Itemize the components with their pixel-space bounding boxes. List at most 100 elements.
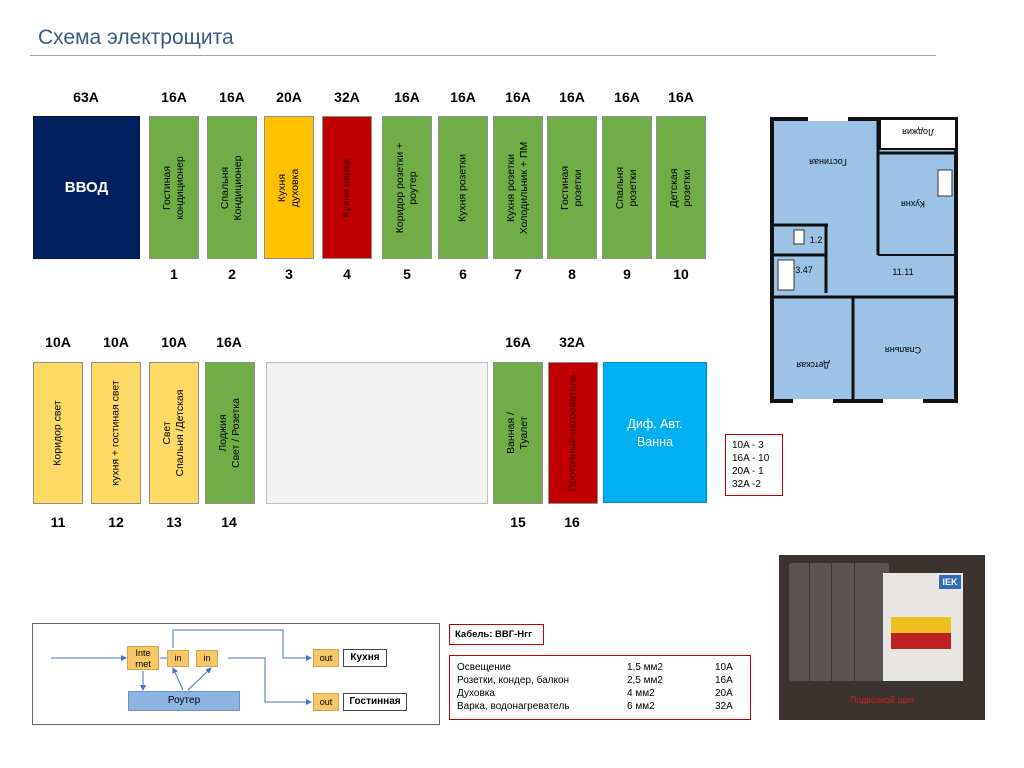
breaker-number: 1 [170, 266, 178, 282]
amp-label: 20A [276, 89, 302, 105]
breaker-label: Кухня розетки [456, 153, 469, 222]
breaker-4[interactable]: Кухня варка [322, 116, 372, 259]
amp-label: 10A [103, 334, 129, 350]
breaker-number: 9 [623, 266, 631, 282]
brand-logo: IEK [939, 575, 961, 589]
breaker-label: Коридор розетки +роутер [394, 142, 419, 233]
destination-living-room: Гостинная [343, 693, 407, 711]
breaker-12[interactable]: кухня + гостиная свет [91, 362, 141, 504]
floor-plan: Гостиная Лоджия Кухня Детская Спальня 1.… [768, 115, 958, 405]
breaker-number: 13 [166, 514, 182, 530]
panel-cover [789, 563, 889, 681]
amp-label: 16A [394, 89, 420, 105]
router-in-1: in [167, 650, 189, 667]
breaker-number: 5 [403, 266, 411, 282]
amp-label: 16A [450, 89, 476, 105]
amp-label: 32A [334, 89, 360, 105]
out-port-2: out [313, 693, 339, 711]
page-title: Схема электрощита [38, 26, 234, 49]
amp-label: 16A [505, 334, 531, 350]
area-label: 11.11 [892, 267, 913, 277]
router-in-2: in [196, 650, 218, 667]
amp-label: 16A [219, 89, 245, 105]
network-links [51, 629, 312, 705]
out-port-1: out [313, 649, 339, 667]
amp-label: 16A [559, 89, 585, 105]
breaker-label: Ванная /Туалет [505, 412, 530, 454]
diff-breaker-bath[interactable]: Диф. Авт.Ванна [603, 362, 707, 503]
diff-breaker-label: Диф. Авт.Ванна [627, 417, 683, 449]
breaker-15[interactable]: Ванная /Туалет [493, 362, 543, 504]
amp-label: 10A [161, 334, 187, 350]
amp-label: 32A [559, 334, 585, 350]
amp-label: 10A [45, 334, 71, 350]
breaker-number: 14 [221, 514, 237, 530]
breaker-6[interactable]: Кухня розетки [438, 116, 488, 259]
main-input-breaker[interactable]: ВВОД [33, 116, 140, 259]
room-label: Детская [796, 360, 829, 370]
area-label: 1.2 [810, 235, 823, 245]
breaker-toggle-red [891, 633, 951, 649]
photo-caption: Подвозной щит [849, 695, 915, 705]
breaker-label: Проточный нагреватель [566, 374, 579, 492]
room-label: Лоджия [902, 127, 934, 137]
breaker-number: 15 [510, 514, 526, 530]
cable-type: Кабель: ВВГ-Нгг [449, 624, 544, 645]
room-label: Спальня [885, 345, 921, 355]
router-node: Роутер [128, 691, 240, 711]
breaker-16[interactable]: Проточный нагреватель [548, 362, 598, 504]
breaker-count-legend: 10A - 3 16A - 10 20A - 1 32A -2 [725, 434, 783, 496]
breaker-label: Кухня варка [340, 158, 353, 217]
amp-label: 16A [614, 89, 640, 105]
area-label: 3.47 [795, 265, 813, 275]
amp-label: 16A [668, 89, 694, 105]
room-label: Кухня [901, 199, 925, 209]
amp-label: 16A [161, 89, 187, 105]
breaker-number: 2 [228, 266, 236, 282]
breaker-number: 16 [564, 514, 580, 530]
main-input-label: ВВОД [64, 178, 109, 196]
breaker-number: 3 [285, 266, 293, 282]
amp-label: 16A [505, 89, 531, 105]
breaker-number: 10 [673, 266, 689, 282]
title-divider [30, 55, 936, 56]
breaker-number: 4 [343, 266, 351, 282]
breaker-number: 11 [50, 514, 66, 530]
breaker-number: 8 [568, 266, 576, 282]
breaker-label: Коридор свет [51, 400, 64, 466]
panel-photo: IEK Подвозной щит [779, 555, 985, 720]
amp-label: 16A [216, 334, 242, 350]
room-label: Гостиная [809, 157, 847, 167]
breaker-label: кухня + гостиная свет [109, 380, 122, 486]
breaker-5[interactable]: Коридор розетки +роутер [382, 116, 432, 259]
breaker-number: 6 [459, 266, 467, 282]
empty-slot [266, 362, 488, 504]
breaker-number: 7 [514, 266, 522, 282]
breaker-11[interactable]: Коридор свет [33, 362, 83, 504]
destination-kitchen: Кухня [343, 649, 387, 667]
breaker-number: 12 [108, 514, 124, 530]
breaker-toggle [891, 617, 951, 633]
amp-label: 63A [73, 89, 99, 105]
